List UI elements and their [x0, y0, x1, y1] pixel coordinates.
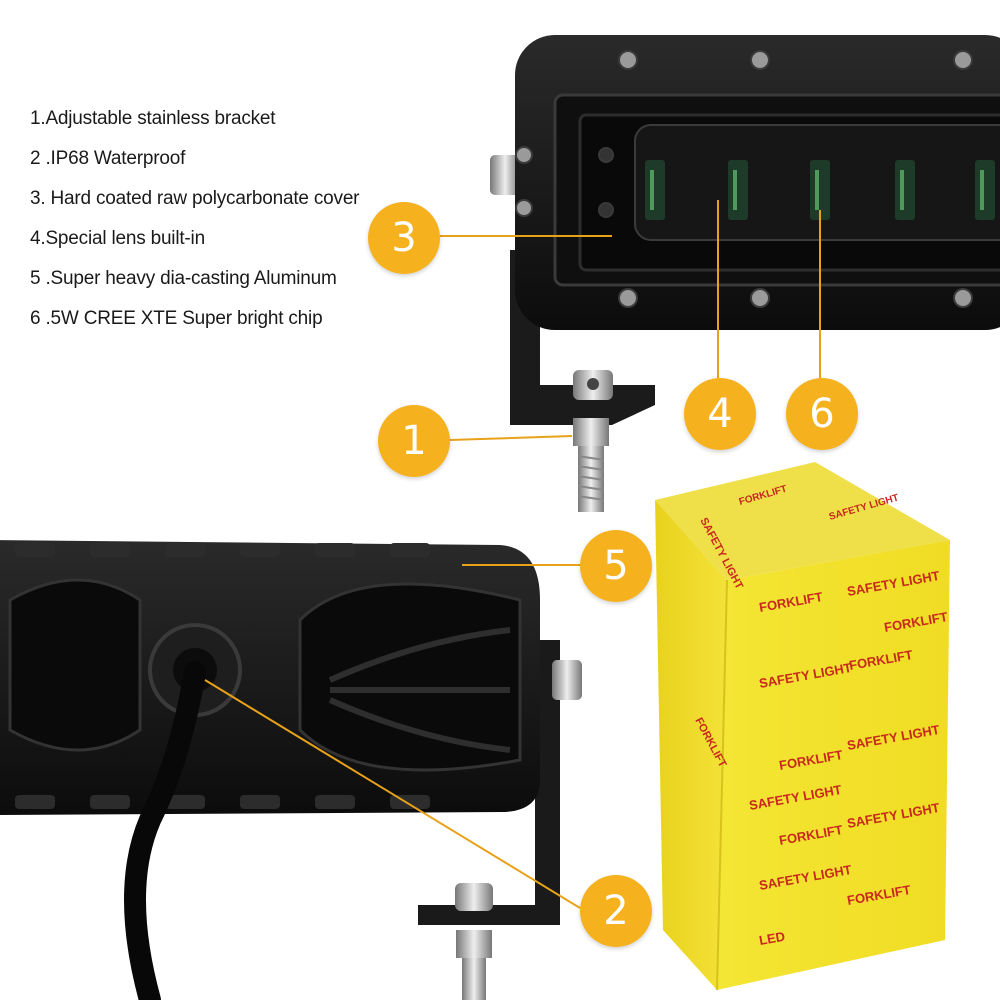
box-label-forklift-6: FORKLIFT [846, 882, 912, 908]
box-label-forklift: FORKLIFT [758, 589, 824, 615]
box-side-label: SAFETY LIGHT [697, 516, 745, 592]
leader-lines [204, 200, 821, 909]
led-chips [645, 160, 995, 220]
callout-4: 4 [684, 378, 756, 450]
box-label-safety-5: SAFETY LIGHT [846, 800, 941, 831]
feature-5: 5 .Super heavy dia-casting Aluminum [30, 268, 337, 289]
bracket-nut [573, 418, 609, 446]
box-label-safety-6: SAFETY LIGHT [758, 862, 853, 893]
feature-6: 6 .5W CREE XTE Super bright chip [30, 308, 323, 329]
callout-1: 1 [378, 405, 450, 477]
box-top-label-2: SAFETY LIGHT [828, 492, 900, 522]
callout-6: 6 [786, 378, 858, 450]
callout-2: 2 [580, 875, 652, 947]
box-label-forklift-5: FORKLIFT [778, 822, 844, 848]
box-label-forklift-4: FORKLIFT [778, 747, 844, 773]
box-label-forklift-3: FORKLIFT [848, 647, 914, 673]
box-label-safety-4: SAFETY LIGHT [748, 782, 843, 813]
light-front-view [490, 35, 1000, 512]
feature-2: 2 .IP68 Waterproof [30, 148, 186, 169]
light-rear-view [0, 540, 582, 1000]
feature-4: 4.Special lens built-in [30, 228, 205, 249]
box-side-label-2: FORKLIFT [692, 716, 728, 770]
box-label-safety: SAFETY LIGHT [846, 568, 941, 599]
callout-3: 3 [368, 202, 440, 274]
box-label-safety-3: SAFETY LIGHT [846, 722, 941, 753]
box-top-label: FORKLIFT [738, 484, 789, 508]
feature-3: 3. Hard coated raw polycarbonate cover [30, 188, 360, 209]
box-label-forklift-2: FORKLIFT [883, 609, 949, 635]
callout-5: 5 [580, 530, 652, 602]
packaging-box [655, 462, 950, 991]
feature-1: 1.Adjustable stainless bracket [30, 108, 276, 129]
box-label-safety-2: SAFETY LIGHT [758, 660, 853, 691]
box-label-led: LED [758, 929, 786, 948]
